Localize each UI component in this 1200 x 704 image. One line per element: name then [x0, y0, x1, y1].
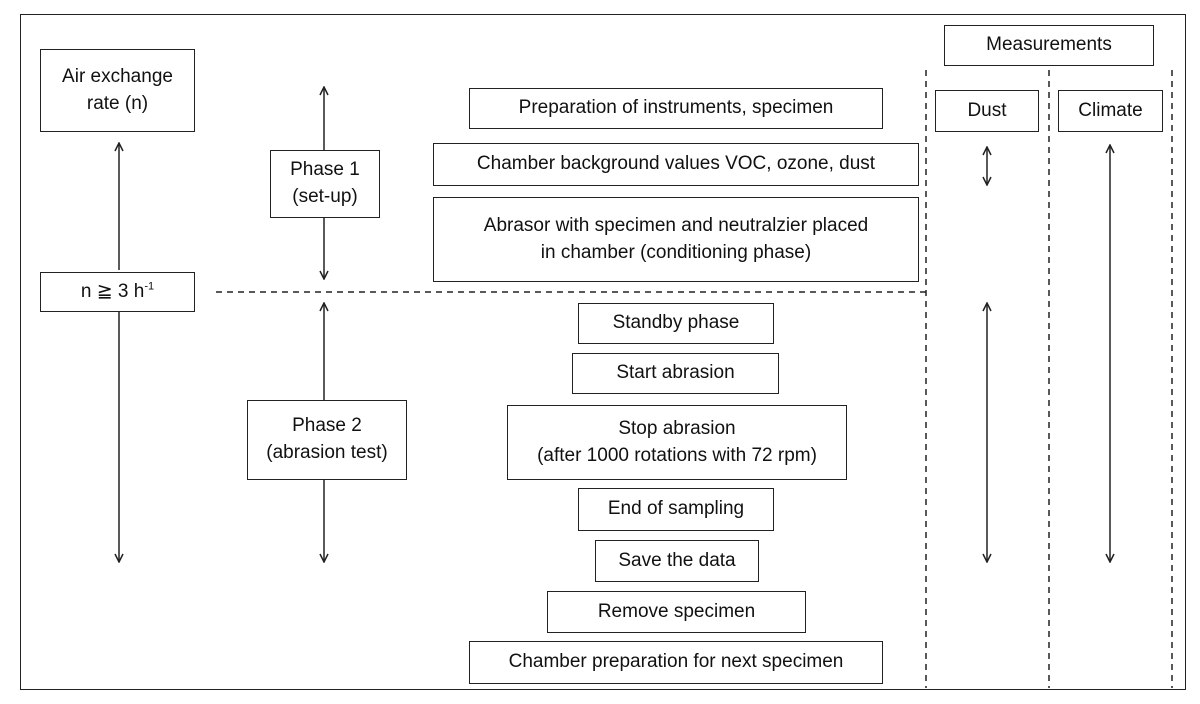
step-start-abrasion: Start abrasion — [572, 353, 779, 394]
step-remove-specimen: Remove specimen — [547, 591, 806, 633]
step-stop-abrasion: Stop abrasion (after 1000 rotations with… — [507, 405, 847, 480]
measurements-header: Measurements — [944, 25, 1154, 66]
phase1-label: Phase 1 (set-up) — [290, 159, 360, 207]
step-background-values: Chamber background values VOC, ozone, du… — [433, 143, 919, 186]
step-abrasor-placed: Abrasor with specimen and neutralzier pl… — [433, 197, 919, 282]
phase2-label: Phase 2 (abrasion test) — [266, 415, 388, 463]
step-save-data: Save the data — [595, 540, 759, 582]
step-chamber-preparation: Chamber preparation for next specimen — [469, 641, 883, 684]
diagram-frame — [20, 14, 1186, 690]
phase2-box: Phase 2 (abrasion test) — [247, 400, 407, 480]
air-exchange-rate-box: Air exchange rate (n) — [40, 49, 195, 132]
air-exchange-rate-label: Air exchange rate (n) — [62, 65, 173, 114]
climate-header: Climate — [1058, 90, 1163, 132]
exchange-rate-value-box: n ≧ 3 h-1 — [40, 272, 195, 312]
phase1-box: Phase 1 (set-up) — [270, 150, 380, 218]
exchange-rate-value: n ≧ 3 h-1 — [80, 280, 155, 302]
step-end-sampling: End of sampling — [578, 488, 774, 531]
dust-header: Dust — [935, 90, 1039, 132]
step-standby: Standby phase — [578, 303, 774, 344]
step-preparation: Preparation of instruments, specimen — [469, 88, 883, 129]
